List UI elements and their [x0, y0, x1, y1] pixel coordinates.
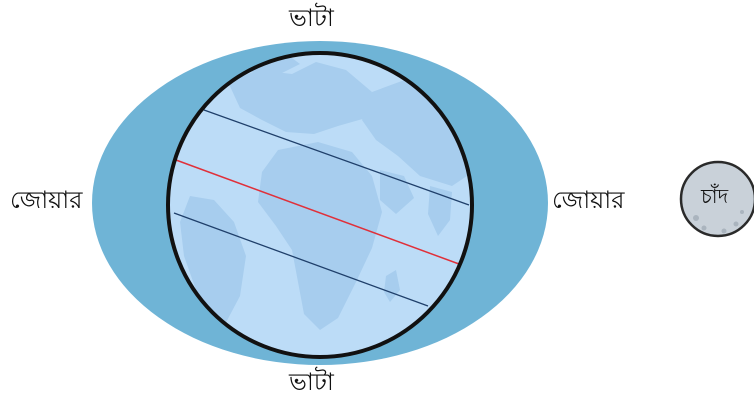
moon-crater: [702, 226, 707, 231]
flood-label-right: জোয়ার: [552, 188, 624, 212]
moon-crater: [722, 229, 727, 234]
moon-crater: [693, 215, 699, 221]
moon-label: চাঁদ: [701, 186, 728, 206]
moon-crater: [740, 210, 744, 214]
flood-label-left: জোয়ার: [10, 188, 82, 212]
ebb-label-top: ভাটা: [289, 6, 334, 30]
ebb-label-bottom: ভাটা: [289, 370, 334, 394]
earth: [168, 52, 476, 357]
moon-crater: [734, 222, 739, 227]
